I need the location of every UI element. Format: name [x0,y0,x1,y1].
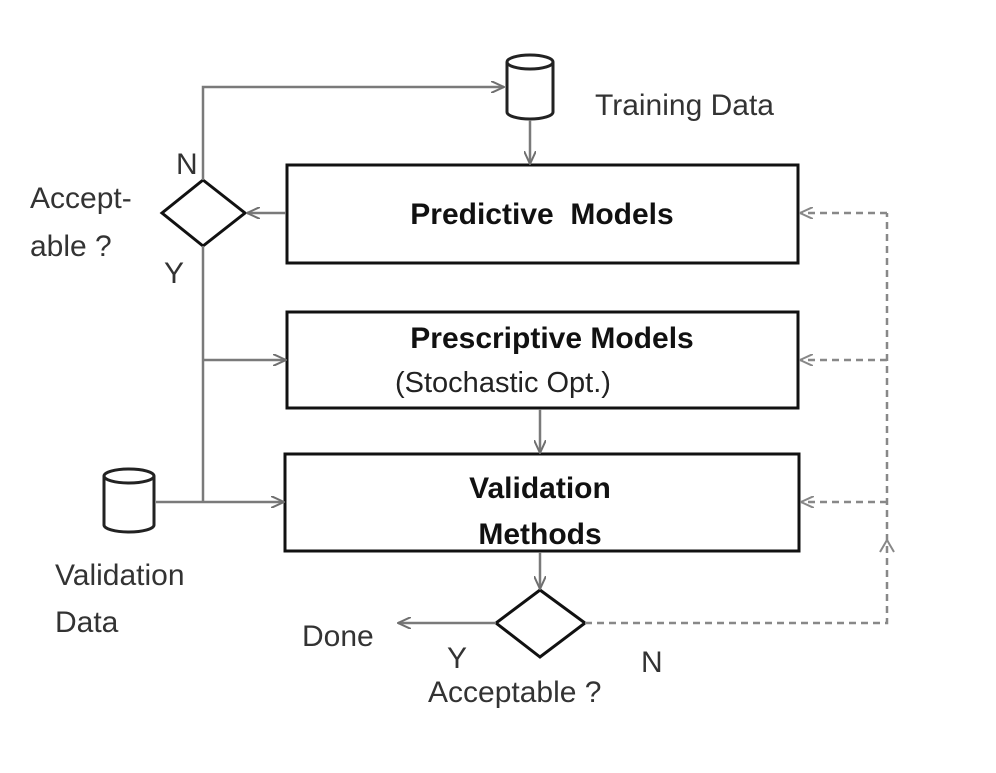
prescriptive-models-box [285,310,800,410]
done-label: Done [302,620,374,653]
training-data-store [505,53,555,121]
upper-decision-label-line1: Accept- [30,182,132,215]
upper-decision-yes-label: Y [164,257,184,290]
upper-decision-diamond [159,178,248,248]
prescriptive-models-subtitle: (Stochastic Opt.) [395,367,611,399]
prescriptive-models-title: Prescriptive Models [410,322,693,355]
feedback-up-arrowhead [879,538,895,553]
solid-connectors [156,87,540,623]
training-data-label: Training Data [595,89,774,122]
lower-decision-yes-label: Y [447,642,467,675]
validation-methods-box [283,452,801,553]
validation-methods-title-line2: Methods [478,518,601,551]
lower-decision-diamond [493,588,588,659]
predictive-models-box [285,163,800,265]
feedback-main-line [585,213,889,625]
validation-data-store [102,467,156,534]
upper-decision-no-label: N [176,148,198,181]
lower-decision-no-label: N [641,646,663,679]
validation-methods-title-line1: Validation [469,472,611,505]
validation-data-label-line2: Data [55,606,119,639]
arrow-no-to-training [201,87,504,180]
lower-decision-label: Acceptable ? [428,676,601,709]
validation-data-label-line1: Validation [55,559,185,592]
predictive-models-title: Predictive Models [410,198,673,231]
dashed-feedback-connectors [585,213,889,625]
upper-decision-label-line2: able ? [30,230,112,263]
